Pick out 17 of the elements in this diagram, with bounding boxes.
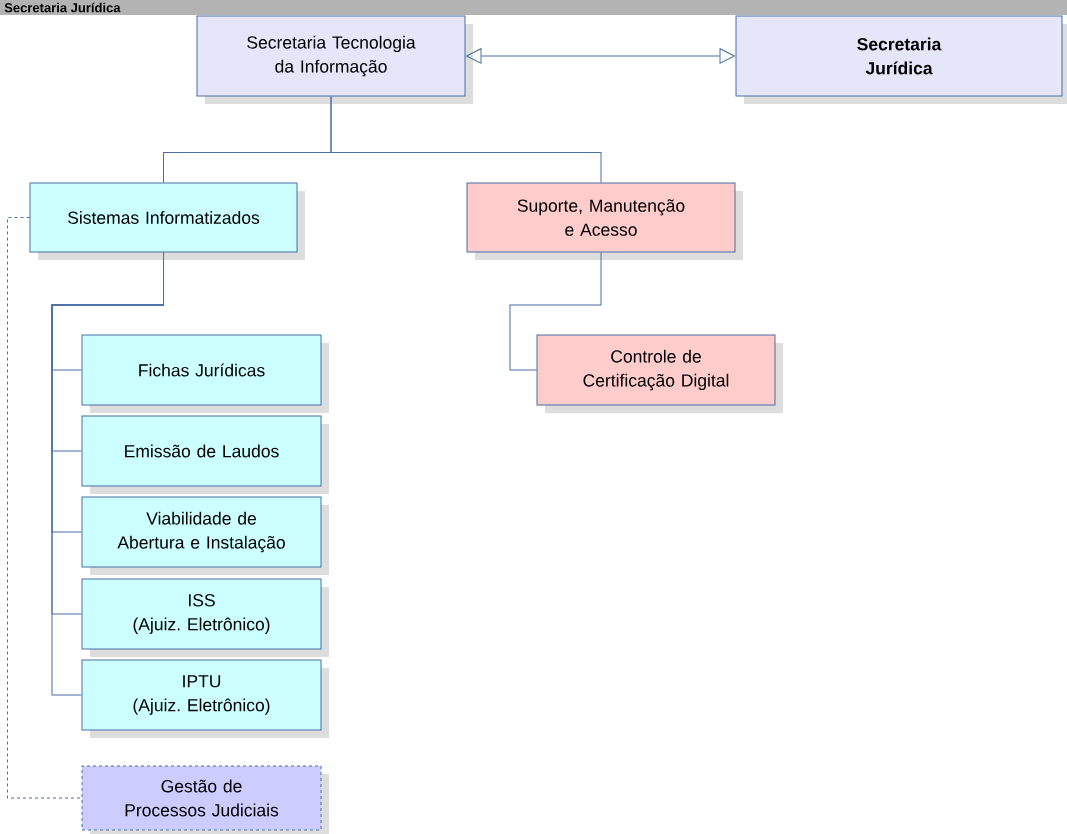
- process-box: Controle de Certificação Digital: [536, 334, 783, 413]
- process-box: IPTU (Ajuiz. Eletrônico): [81, 659, 329, 738]
- process-box: Secretaria Tecnologia da Informação: [196, 15, 473, 104]
- process-box: Sistemas Informatizados: [29, 182, 305, 260]
- process-box: Emissão de Laudos: [81, 415, 329, 494]
- process-box: Suporte, Manutenção e Acesso: [466, 182, 743, 260]
- dashed-box: Gestão de Processos Judiciais: [81, 765, 329, 834]
- process-box: Secretaria Jurídica: [735, 15, 1067, 104]
- connector-line: [509, 252, 602, 371]
- double-headed-arrow: [466, 48, 735, 64]
- connector-line: [51, 252, 164, 696]
- connector-line: [330, 96, 602, 183]
- process-box: Fichas Jurídicas: [81, 334, 329, 413]
- process-box: Viabilidade de Abertura e Instalação: [81, 496, 329, 575]
- process-box: ISS (Ajuiz. Eletrônico): [81, 578, 329, 657]
- title-bar: Secretaria Jurídica: [0, 0, 1067, 15]
- dashed-connector: [7, 217, 82, 799]
